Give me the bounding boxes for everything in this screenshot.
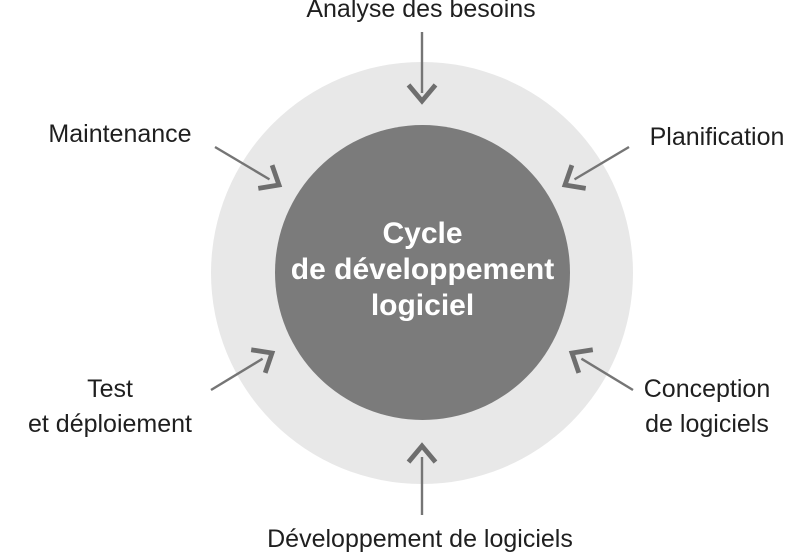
- stage-label-line: Conception: [643, 375, 771, 403]
- stage-label-developpement: Développement de logiciels: [267, 524, 573, 554]
- diagram-title-line: Cycle: [382, 216, 463, 250]
- stage-label-line: Analyse des besoins: [306, 0, 536, 23]
- diagram-title: Cycle de développement logiciel: [291, 216, 554, 324]
- stage-label-line: Développement de logiciels: [267, 525, 573, 553]
- stage-label-line: de logiciels: [645, 410, 769, 438]
- stage-label-line: et déploiement: [27, 410, 193, 438]
- stage-label-test: Test et déploiement: [28, 372, 192, 442]
- stage-label-planification: Planification: [650, 122, 785, 152]
- diagram-title-line: logiciel: [370, 288, 475, 322]
- center-circle: Cycle de développement logiciel: [275, 125, 570, 420]
- diagram-title-line: de développement: [290, 252, 555, 286]
- stage-label-conception: Conception de logiciels: [644, 372, 770, 442]
- stage-label-line: Test: [87, 375, 133, 403]
- stage-label-line: Maintenance: [48, 120, 192, 148]
- stage-label-line: Planification: [649, 123, 785, 151]
- stage-label-analyse: Analyse des besoins: [306, 0, 535, 24]
- stage-label-maintenance: Maintenance: [48, 119, 191, 149]
